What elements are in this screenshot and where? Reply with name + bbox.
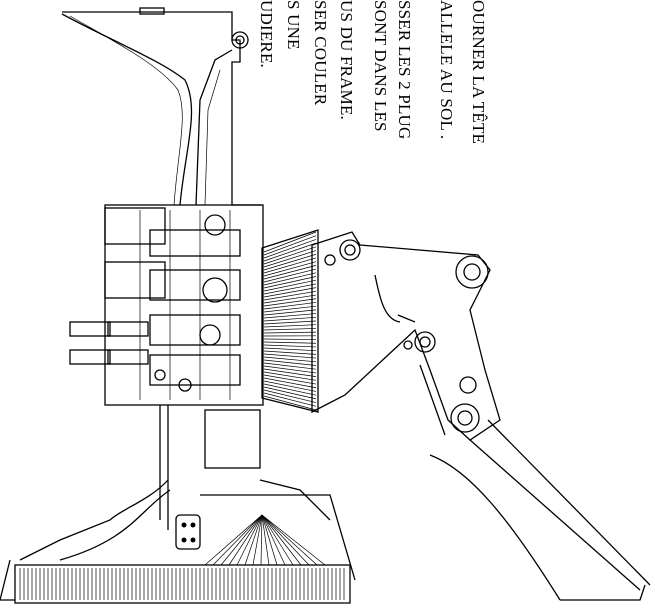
fan-housing xyxy=(261,229,319,413)
arm-linkage xyxy=(311,231,651,601)
note-line-6: SER COULER xyxy=(311,0,330,106)
note-line-8: UDIERE. xyxy=(257,0,276,68)
note-line-3: SSER LES 2 PLUG xyxy=(395,0,414,140)
note-line-4: SONT DANS LES xyxy=(371,0,390,132)
note-line-7: S UNE xyxy=(284,0,303,50)
drive-assembly xyxy=(69,204,264,406)
upper-frame xyxy=(61,7,262,206)
note-line-1: OURNER LA TÊTE xyxy=(469,0,488,145)
note-line-5: US DU FRAME. xyxy=(337,0,356,121)
lower-body xyxy=(0,405,356,604)
note-line-2: ALLELE AU SOL . xyxy=(437,0,456,140)
